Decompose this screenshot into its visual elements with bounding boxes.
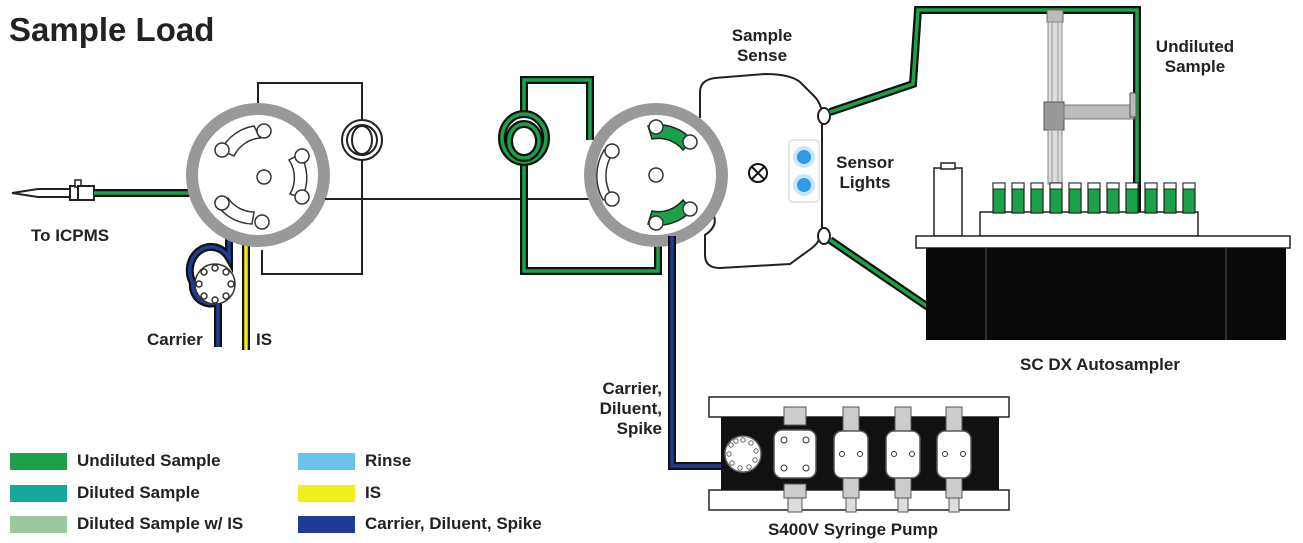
valve-2-icon bbox=[584, 103, 728, 247]
undiluted-sample-line-2: Sample bbox=[1164, 57, 1226, 76]
legend-swatch bbox=[10, 515, 67, 533]
vial-icon bbox=[992, 182, 1196, 214]
legend-label: Diluted Sample bbox=[77, 483, 200, 502]
sensor-lights-line-2: Lights bbox=[839, 173, 891, 192]
legend-label: Rinse bbox=[365, 451, 412, 470]
carrier-diluent-spike-label: Carrier, Diluent, Spike bbox=[580, 379, 662, 439]
sensor-light-panel bbox=[788, 139, 820, 203]
autosampler-deck bbox=[915, 235, 1291, 249]
syringe-icon bbox=[885, 406, 921, 513]
legend-label: Carrier, Diluent, Spike bbox=[365, 514, 542, 533]
sample-sense-to-drain-line bbox=[827, 236, 931, 311]
legend-swatch bbox=[10, 484, 67, 502]
pump-valve-icon bbox=[724, 435, 762, 473]
syringe-pump-icon bbox=[708, 396, 1010, 513]
nebulizer-icon bbox=[11, 179, 95, 201]
legend-item-diluted-sample: Diluted Sample bbox=[10, 483, 200, 503]
page-title: Sample Load bbox=[9, 11, 215, 48]
cds-line-2: Diluent, bbox=[599, 399, 662, 418]
valve-1-icon bbox=[186, 103, 330, 247]
valve-1-frame bbox=[257, 82, 363, 275]
syringe-icon bbox=[936, 406, 972, 513]
legend-swatch bbox=[298, 484, 355, 502]
carrier-diluent-spike-line bbox=[668, 236, 726, 470]
carrier-line bbox=[185, 236, 233, 347]
sensor-light-icon bbox=[797, 150, 811, 164]
legend-item-undiluted-sample: Undiluted Sample bbox=[10, 451, 221, 471]
legend-item-diluted-sample-is: Diluted Sample w/ IS bbox=[10, 514, 243, 534]
sensor-lights-label: Sensor Lights bbox=[830, 153, 900, 193]
sense-port-top bbox=[817, 107, 831, 125]
sense-port-bottom bbox=[817, 227, 831, 245]
legend-swatch bbox=[298, 452, 355, 470]
sample-loop-icon bbox=[341, 119, 383, 161]
syringe-pump-label: S400V Syringe Pump bbox=[767, 520, 939, 539]
legend-item-is: IS bbox=[298, 483, 381, 503]
autosampler-label: SC DX Autosampler bbox=[1020, 355, 1180, 374]
rinse-reservoir bbox=[933, 167, 963, 237]
cds-line-3: Spike bbox=[616, 419, 662, 438]
peristaltic-pump-icon bbox=[194, 263, 236, 305]
autosampler-icon bbox=[915, 9, 1291, 340]
autosampler-base bbox=[926, 248, 1286, 340]
syringe-icon bbox=[833, 406, 869, 513]
undiluted-sample-line-1: Undiluted bbox=[1155, 37, 1235, 56]
is-label: IS bbox=[256, 330, 273, 349]
vent-icon bbox=[748, 163, 768, 183]
legend-swatch bbox=[298, 515, 355, 533]
sample-rack bbox=[979, 211, 1199, 237]
undiluted-sample-label: Undiluted Sample bbox=[1150, 37, 1240, 77]
sensor-light-icon bbox=[797, 178, 811, 192]
valve-2-green-loop bbox=[498, 76, 662, 275]
legend-item-rinse: Rinse bbox=[298, 451, 411, 471]
legend-label: Undiluted Sample bbox=[77, 451, 221, 470]
sample-sense-unit bbox=[699, 72, 831, 270]
sample-sense-label: Sample Sense bbox=[727, 26, 797, 66]
sample-sense-to-probe-line bbox=[828, 6, 1141, 215]
syringe-icon bbox=[773, 406, 817, 513]
sample-sense-line-2: Sense bbox=[736, 46, 788, 65]
probe-icon bbox=[1043, 9, 1137, 185]
to-icpms-label: To ICPMS bbox=[31, 226, 110, 245]
cds-line-1: Carrier, bbox=[602, 379, 662, 398]
sensor-lights-line-1: Sensor bbox=[836, 153, 894, 172]
carrier-label: Carrier bbox=[147, 330, 203, 349]
legend-label: Diluted Sample w/ IS bbox=[77, 514, 244, 533]
sample-sense-line-1: Sample bbox=[731, 26, 793, 45]
legend-item-carrier-diluent-spike: Carrier, Diluent, Spike bbox=[298, 514, 542, 534]
legend-label: IS bbox=[365, 483, 382, 502]
legend-swatch bbox=[10, 452, 67, 470]
